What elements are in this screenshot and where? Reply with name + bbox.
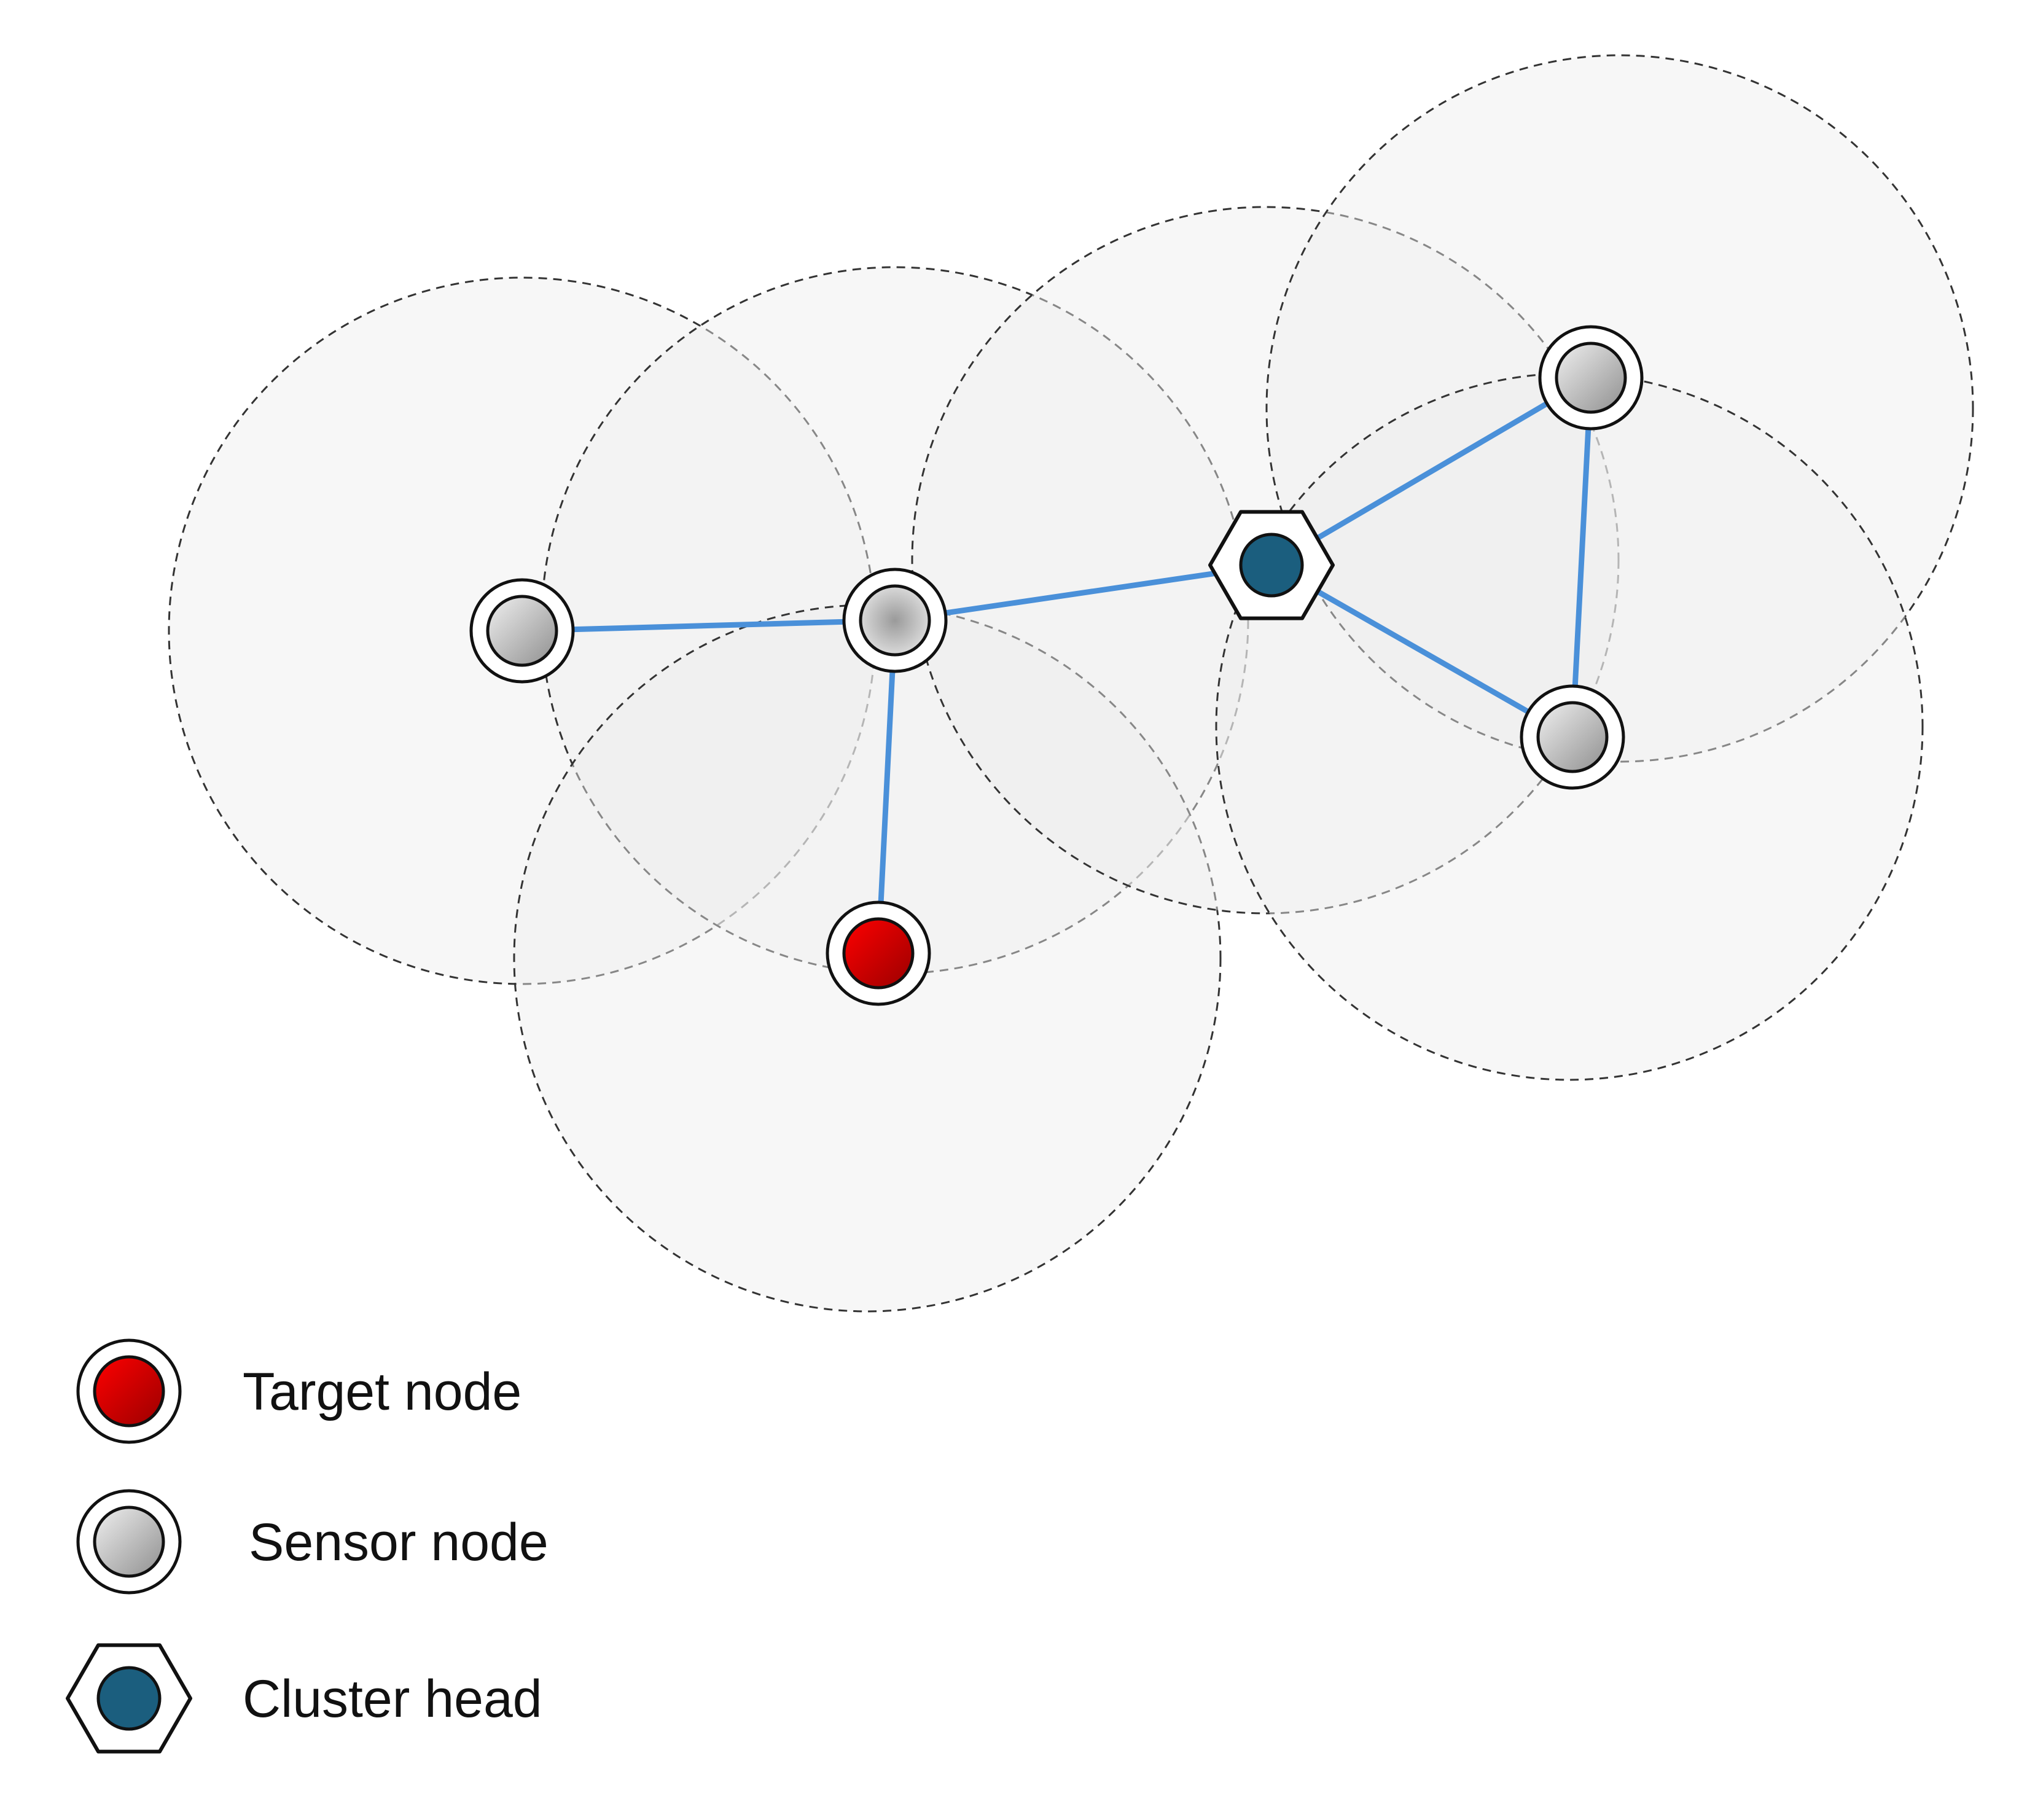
- node-s4-gray-circle-node-icon: [1520, 684, 1625, 790]
- link-s2-ch: [892, 562, 1275, 623]
- legend-item-cluster-head: Cluster head: [66, 1643, 542, 1754]
- legend-red-circle-node-icon: [76, 1338, 182, 1444]
- node-ch-teal-hexagon-node-icon: [1208, 510, 1335, 620]
- link-s1-s2: [519, 617, 898, 634]
- legend-label: Cluster head: [243, 1670, 542, 1728]
- network-nodes: [469, 325, 1644, 1006]
- node-s1-gray-circle-node-icon: [469, 578, 575, 684]
- link-s3-s4: [1569, 375, 1594, 740]
- link-ch-s3: [1268, 375, 1594, 568]
- legend-gray-circle-node-icon: [76, 1489, 182, 1595]
- legend-teal-hexagon-node-icon: [66, 1643, 192, 1754]
- node-t1-red-circle-node-icon: [826, 900, 931, 1006]
- legend-item-target: Target node: [76, 1338, 521, 1444]
- node-s2-gray-circle-node-icon: [842, 568, 948, 673]
- sensing-ranges: [168, 54, 1974, 1313]
- legend-item-sensor: Sensor node: [76, 1489, 549, 1595]
- legend-label: Sensor node: [249, 1513, 549, 1572]
- node-s3-gray-circle-node-icon: [1538, 325, 1644, 431]
- legend-label: Target node: [243, 1362, 521, 1421]
- link-s2-t1: [875, 617, 898, 956]
- network-links: [519, 375, 1594, 956]
- link-ch-s4: [1268, 562, 1576, 740]
